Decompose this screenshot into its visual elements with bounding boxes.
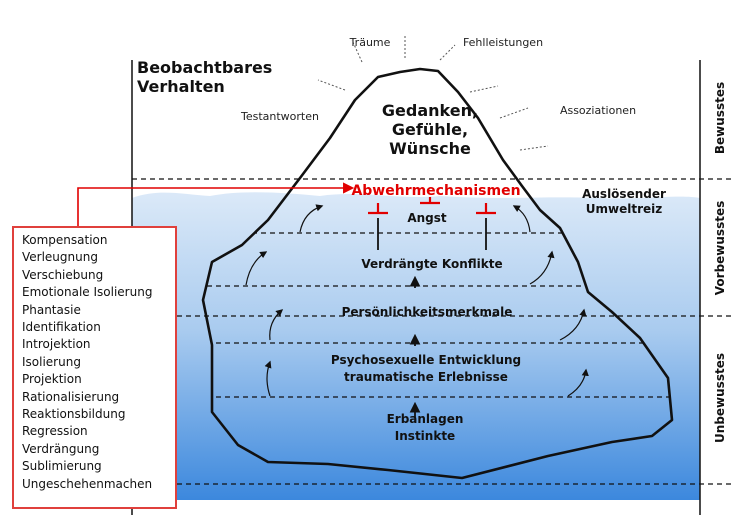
defense-item: Verschiebung [22,267,104,282]
trigger-label-1: Auslösender [582,187,666,201]
curved-arrows [245,204,589,397]
defense-item: Phantasie [22,302,81,317]
defense-mechanisms-box: Kompensation Verleugnung Verschiebung Em… [12,226,177,509]
level-vorbewusstes: Vorbewusstes [713,201,727,295]
trigger-label-2: Umweltreiz [586,202,662,216]
defense-item: Sublimierung [22,459,102,474]
label-fehlleistungen: Fehlleistungen [463,36,543,49]
defense-item: Introjektion [22,337,91,352]
defense-item: Identifikation [22,320,101,335]
defense-connector-arrow [77,182,355,226]
defense-mechanisms-list: Kompensation Verleugnung Verschiebung Em… [22,232,175,493]
peak-text-1: Gedanken, [382,101,478,120]
layer-psychosexuell-1: Psychosexuelle Entwicklung [331,353,521,367]
defense-item: Isolierung [22,354,81,369]
layer-erbanlagen-2: Instinkte [395,429,455,443]
layer-angst: Angst [407,211,447,225]
defense-blockers [368,197,496,215]
defense-item: Verdrängung [22,441,100,456]
label-traeume: Träume [349,36,391,49]
tip-rays [317,35,549,151]
water-area [132,192,700,501]
peak-text-2: Gefühle, [392,120,468,139]
layer-konflikte: Verdrängte Konflikte [361,257,502,271]
layer-psychosexuell-2: traumatische Erlebnisse [344,370,508,384]
defense-item: Kompensation [22,233,108,247]
defense-item: Regression [22,424,88,439]
defense-item: Rationalisierung [22,389,120,404]
defense-item: Reaktionsbildung [22,407,126,422]
defense-item: Ungeschehenmachen [22,476,153,491]
label-testantworten: Testantworten [240,110,319,123]
defense-item: Projektion [22,372,82,387]
iceberg-shape [201,67,674,480]
observable-title: Beobachtbares [137,58,272,77]
layer-erbanlagen-1: Erbanlagen [387,412,464,426]
peak-text-3: Wünsche [389,139,471,158]
defense-item: Emotionale Isolierung [22,285,153,300]
center-arrows [377,218,487,418]
defense-item: Verleugnung [22,250,98,265]
label-assoziationen: Assoziationen [560,104,636,117]
layer-persoenlichkeit: Persönlichkeitsmerkmale [342,305,513,319]
defense-label: Abwehrmechanismen [351,183,520,199]
level-bewusstes: Bewusstes [713,82,727,154]
observable-title-line2: Verhalten [137,77,225,96]
level-unbewusstes: Unbewusstes [713,353,727,443]
